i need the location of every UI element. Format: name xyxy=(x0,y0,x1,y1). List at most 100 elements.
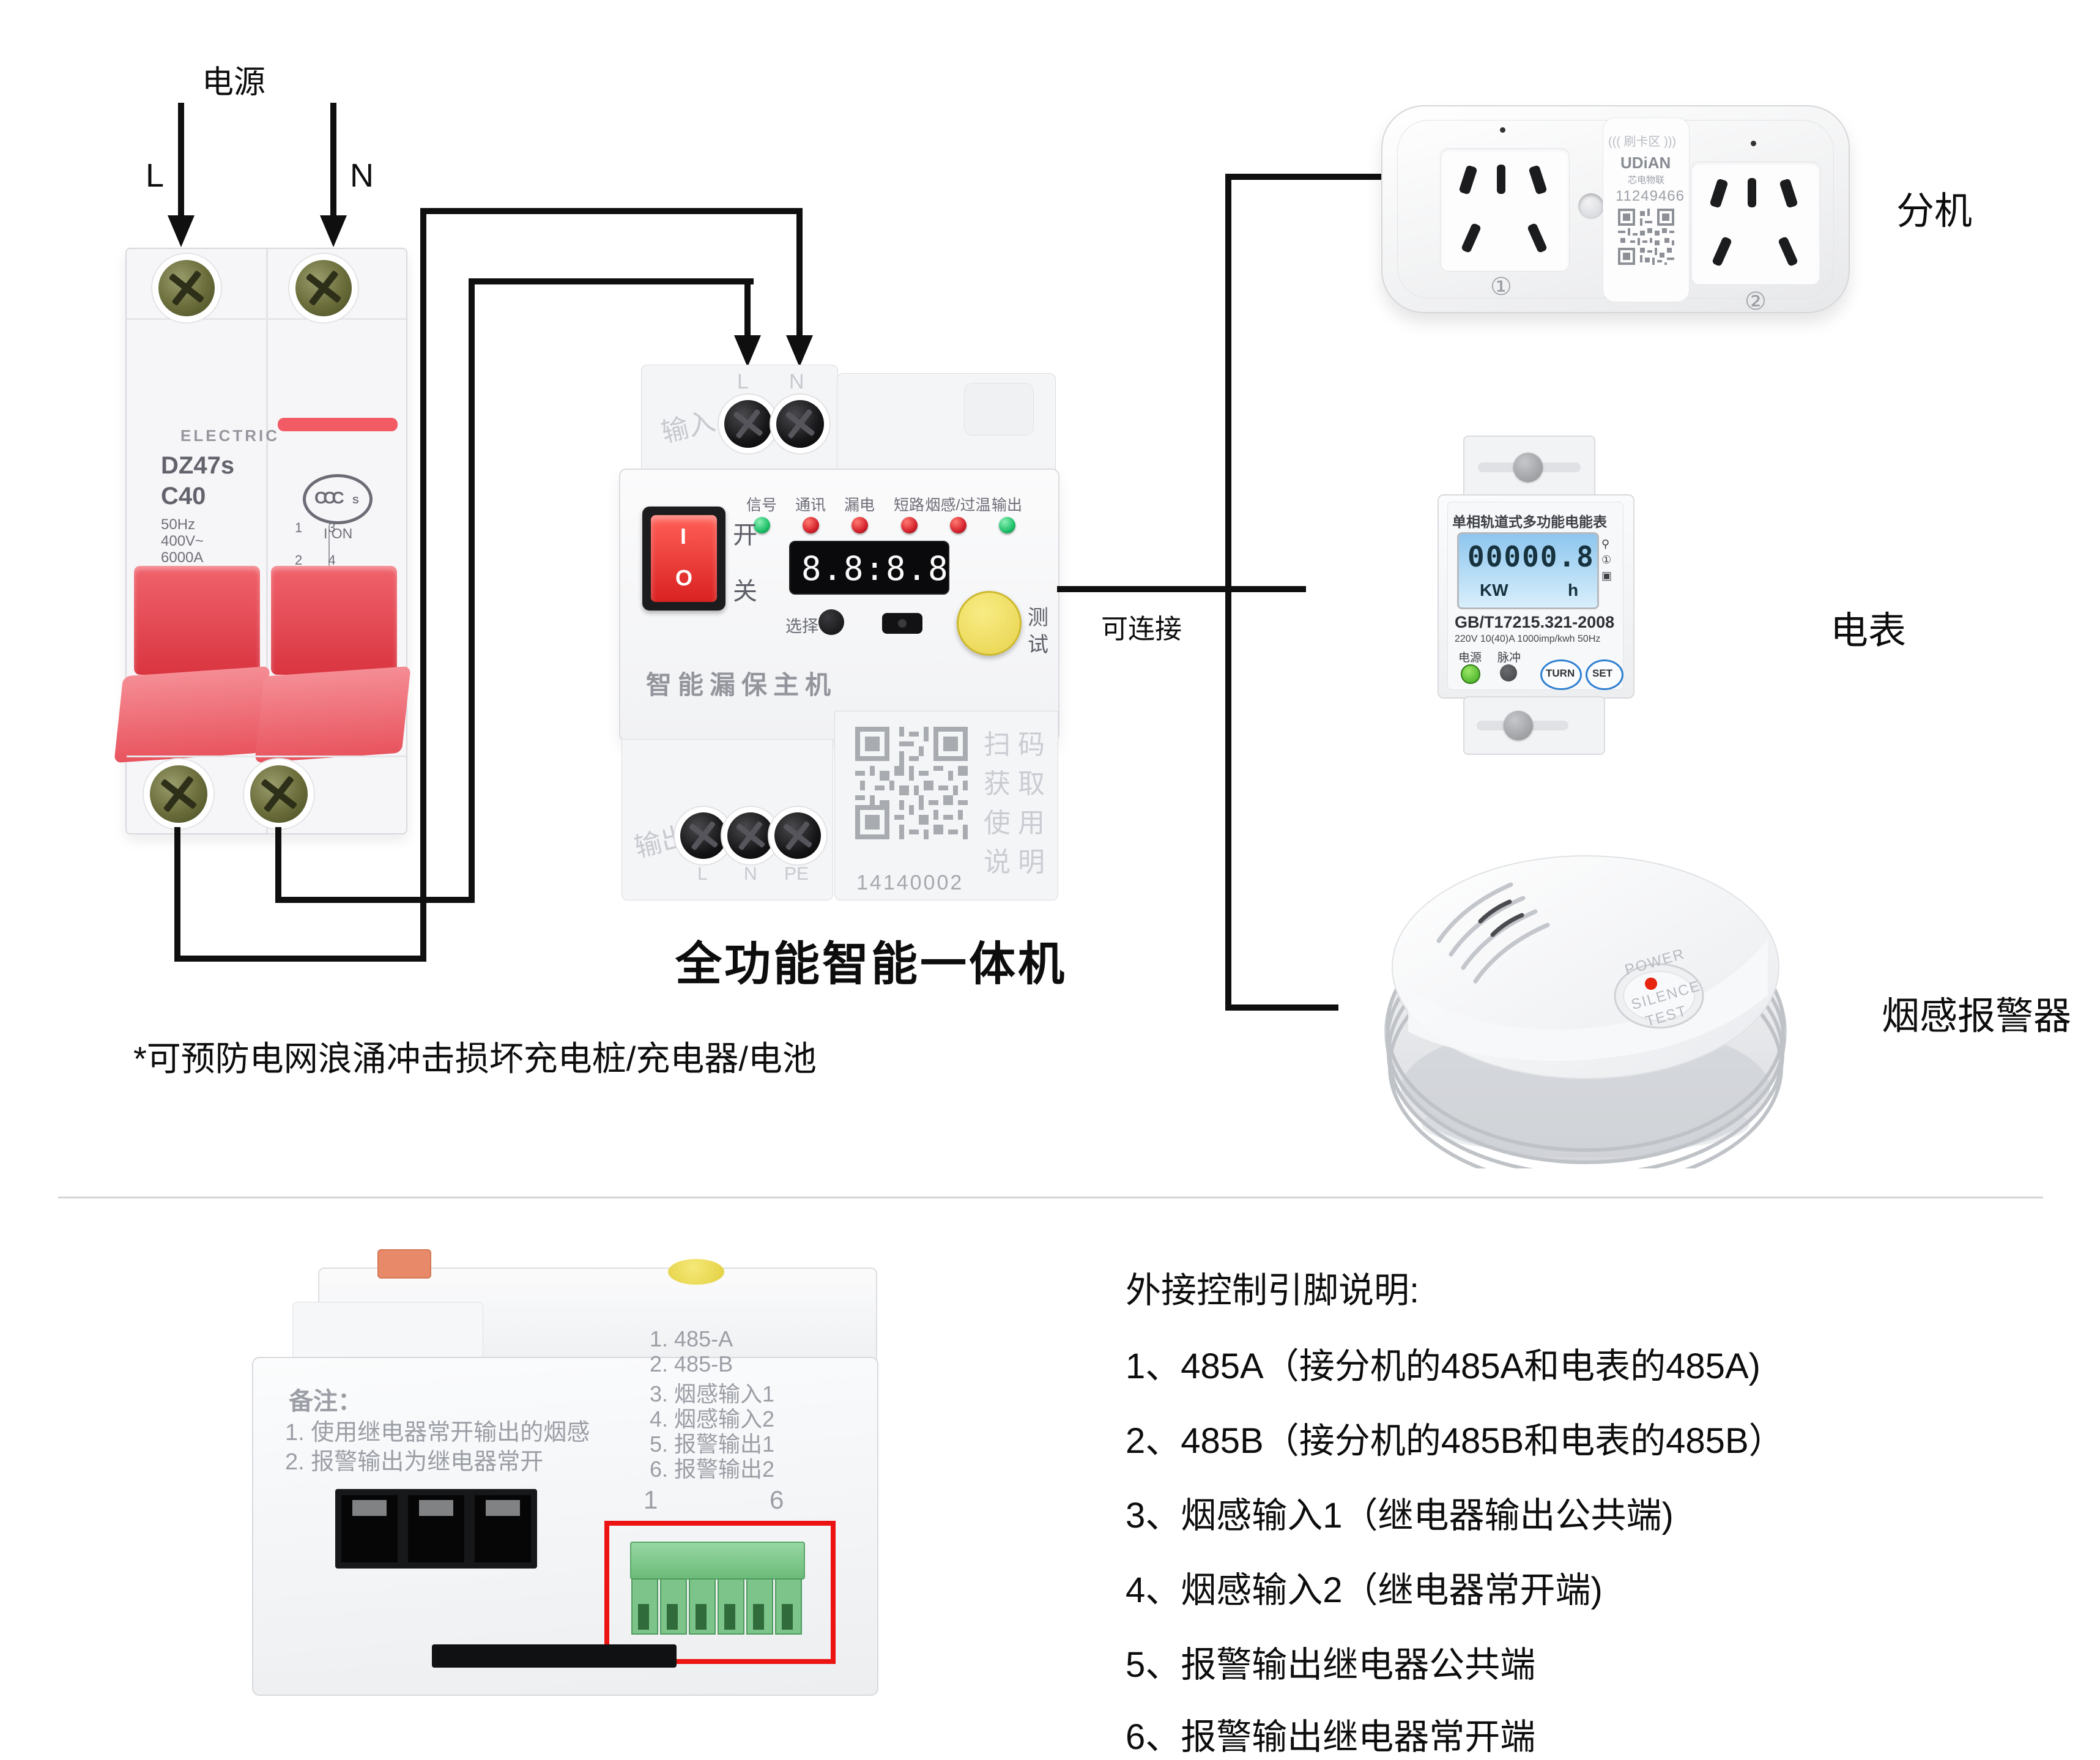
socket-outlet1-num: ① xyxy=(1490,273,1512,300)
test-label-1: 测 xyxy=(1028,606,1048,629)
meter-set-button[interactable]: SET xyxy=(1586,659,1623,690)
rear-pin-6: 6. 报警输出2 xyxy=(650,1457,775,1482)
terminal-clamp-icon xyxy=(419,1500,453,1516)
test-button[interactable] xyxy=(957,591,1022,656)
outlet2-slot-icon xyxy=(1748,178,1756,207)
power-switch[interactable]: I O xyxy=(642,507,725,611)
rear-orange-button[interactable] xyxy=(377,1249,431,1279)
outlet1-slot-icon xyxy=(1528,165,1548,195)
socket-dot-icon xyxy=(1751,141,1756,146)
led-smoke xyxy=(950,517,967,533)
green-terminal-slot xyxy=(775,1578,802,1635)
outlet2-slot-icon xyxy=(1779,178,1798,209)
socket-dot-icon xyxy=(1500,127,1505,133)
pin-doc-item-5: 5、报警输出继电器公共端 xyxy=(1126,1645,1536,1685)
socket-outlet2-num: ② xyxy=(1745,288,1767,315)
wire-b-seg2 xyxy=(275,897,475,903)
rear-pin-3: 3. 烟感输入1 xyxy=(650,1381,775,1406)
meter-turn-button[interactable]: TURN xyxy=(1540,659,1582,690)
wire-b-seg5 xyxy=(744,278,751,338)
breaker-model: DZ47s xyxy=(161,452,235,479)
power-l-arrow-icon xyxy=(168,215,195,247)
alarm-swoosh xyxy=(1408,940,1768,1061)
rear-pin-4: 4. 烟感输入2 xyxy=(650,1406,775,1431)
ir-dot-icon xyxy=(898,619,907,628)
power-l-wire xyxy=(178,103,184,219)
output-n-label: N xyxy=(744,864,757,884)
input-n-label: N xyxy=(789,370,804,393)
qr-code-icon xyxy=(855,727,968,839)
wire-a-seg5 xyxy=(796,208,803,338)
socket-outlet-2 xyxy=(1691,162,1820,285)
meter-top-tab xyxy=(1463,436,1595,499)
led-leak xyxy=(852,517,868,533)
breaker-brand: ELECTRIC xyxy=(180,426,280,445)
breaker-handle-left[interactable] xyxy=(134,566,260,675)
wire-b-seg1 xyxy=(275,827,281,903)
black-terminal-slot xyxy=(475,1495,531,1562)
breaker-top-screw-n xyxy=(295,260,352,316)
power-n-label: N xyxy=(350,157,374,194)
meter-power-label: 电源 xyxy=(1458,652,1482,664)
breaker-lever-right[interactable] xyxy=(254,666,411,763)
rear-yellow-button[interactable] xyxy=(668,1259,724,1285)
select-label: 选择 xyxy=(785,617,818,636)
green-slot-hole xyxy=(782,1604,793,1630)
terminal-clamp-icon xyxy=(486,1500,520,1516)
led-label-smoke: 烟感/过温 xyxy=(925,497,991,514)
green-slot-hole xyxy=(724,1604,735,1630)
outlet1-slot-icon xyxy=(1497,165,1505,194)
led-comm xyxy=(803,517,819,533)
main-unit-top-indent xyxy=(964,383,1034,436)
socket-logo-sub: 芯电物联 xyxy=(1628,175,1665,185)
test-label-2: 试 xyxy=(1028,633,1048,656)
meter-specs: 220V 10(40)A 1000imp/kwh 50Hz xyxy=(1455,634,1601,644)
green-terminal-slot xyxy=(660,1578,687,1635)
meter-label: 电表 xyxy=(1830,610,1907,652)
rear-black-terminal xyxy=(335,1489,537,1569)
outlet2-slot-icon xyxy=(1711,236,1733,267)
led-signal xyxy=(754,517,770,533)
wire-a-seg4 xyxy=(420,208,803,214)
meter-lcd: 00000.8 KW h xyxy=(1457,532,1599,609)
terminal-clamp-icon xyxy=(352,1500,387,1516)
power-n-arrow-icon xyxy=(320,215,347,247)
socket-label: 分机 xyxy=(1896,190,1973,232)
ccc-mark-icon: CCC S xyxy=(303,474,373,524)
socket-qr-icon xyxy=(1618,209,1674,265)
output-pe-label: PE xyxy=(784,864,809,884)
meter-pulse-led xyxy=(1500,664,1517,681)
meter-power-led xyxy=(1461,664,1480,684)
output-screw-n xyxy=(727,812,774,859)
wire-b-seg3 xyxy=(469,278,475,903)
alarm-vent-slots-icon xyxy=(1478,899,1524,937)
smoke-alarm-device: POWER SILENCE TEST xyxy=(1384,855,1787,1168)
power-n-wire xyxy=(330,103,336,219)
surge-footnote: *可预防电网浪涌冲击损坏充电桩/充电器/电池 xyxy=(133,1039,817,1078)
unit-name-label: 智能漏保主机 xyxy=(646,670,837,699)
power-switch-rocker[interactable]: I O xyxy=(651,515,717,602)
rear-pin-2: 2. 485-B xyxy=(650,1351,733,1376)
meter-device: 单相轨道式多功能电能表 00000.8 KW h ⚲①▣ GB/T17215.3… xyxy=(1438,494,1634,699)
rear-note-2: 2. 报警输出为继电器常开 xyxy=(285,1449,544,1475)
green-slot-hole xyxy=(696,1604,707,1630)
green-terminal-top xyxy=(630,1542,805,1580)
connect-label: 可连接 xyxy=(1101,614,1182,644)
breaker-lever-left[interactable] xyxy=(114,666,270,763)
socket-outlet-1 xyxy=(1440,148,1570,272)
input-screw-l xyxy=(724,400,772,448)
breaker-on-mark: I ON xyxy=(324,525,353,541)
led-label-comm: 通讯 xyxy=(795,497,826,514)
breaker-top-screw-l xyxy=(158,260,215,316)
meter-lcd-value: 00000.8 xyxy=(1467,540,1595,573)
alarm-test-button[interactable] xyxy=(1614,963,1704,1029)
nfc-arc-right-icon: ))) xyxy=(1664,135,1677,149)
led-label-leak: 漏电 xyxy=(844,497,875,514)
green-slot-hole xyxy=(638,1604,649,1630)
breaker-handle-right[interactable] xyxy=(271,566,397,675)
socket-serial: 11249466 xyxy=(1616,188,1685,204)
breaker-onoff-line xyxy=(328,525,330,582)
select-button[interactable] xyxy=(818,609,844,635)
rear-pin-5: 5. 报警输出1 xyxy=(650,1431,775,1457)
